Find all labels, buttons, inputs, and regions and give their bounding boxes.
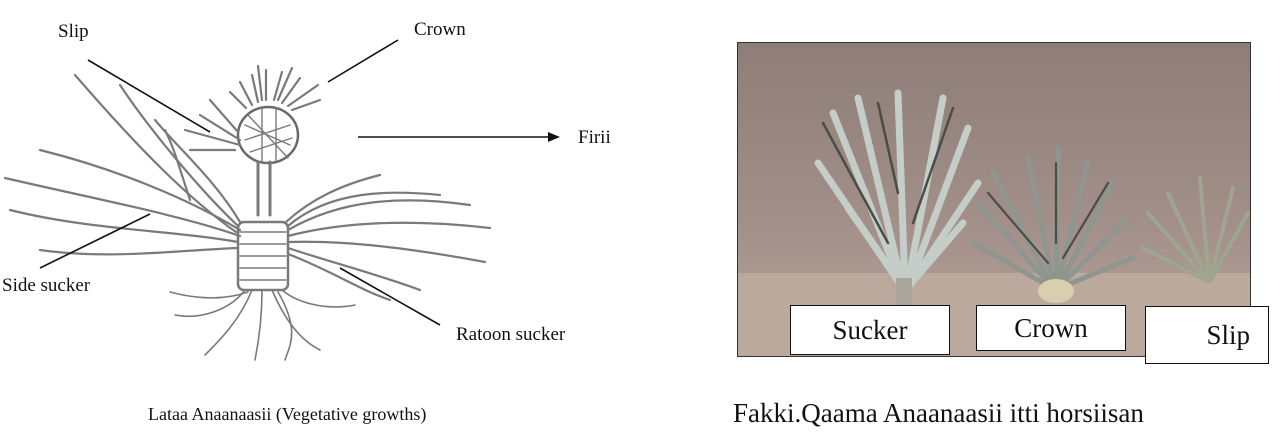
slip-leader-line bbox=[87, 59, 211, 133]
fruit-texture bbox=[244, 107, 293, 163]
crown-plant bbox=[970, 145, 1136, 303]
diagram-caption: Lataa Anaanaasii (Vegetative growths) bbox=[148, 404, 427, 424]
ratoon-sucker-leaves bbox=[284, 173, 492, 302]
fruit-body bbox=[236, 105, 300, 165]
box-sucker: Sucker bbox=[790, 305, 950, 355]
ratoon-sucker-leader-line bbox=[339, 267, 441, 326]
label-fruit: Firii bbox=[578, 127, 611, 148]
crown-leaves bbox=[228, 64, 322, 112]
box-crown: Crown bbox=[976, 305, 1126, 351]
slip-leaves bbox=[183, 98, 242, 152]
crown-leader-line bbox=[327, 39, 399, 83]
fruit-arrow-head bbox=[548, 132, 560, 142]
side-sucker-leader-line bbox=[39, 213, 151, 269]
photo-caption: Fakki.Qaama Anaanaasii itti horsiisan bbox=[733, 398, 1144, 428]
roots bbox=[169, 289, 356, 361]
label-slip: Slip bbox=[58, 21, 89, 42]
stalk bbox=[256, 160, 272, 217]
pineapple-plant-drawing bbox=[3, 39, 560, 361]
sucker-plant bbox=[814, 89, 982, 308]
label-crown: Crown bbox=[414, 19, 466, 40]
stem-body bbox=[236, 220, 290, 292]
label-ratoon-sucker: Ratoon sucker bbox=[456, 324, 566, 345]
slip-plant bbox=[1141, 176, 1250, 283]
side-sucker-leaves bbox=[3, 73, 242, 256]
planting-materials-photo: Sucker Crown bbox=[737, 42, 1251, 357]
label-side-sucker: Side sucker bbox=[2, 275, 91, 296]
box-slip: Slip bbox=[1145, 306, 1269, 364]
